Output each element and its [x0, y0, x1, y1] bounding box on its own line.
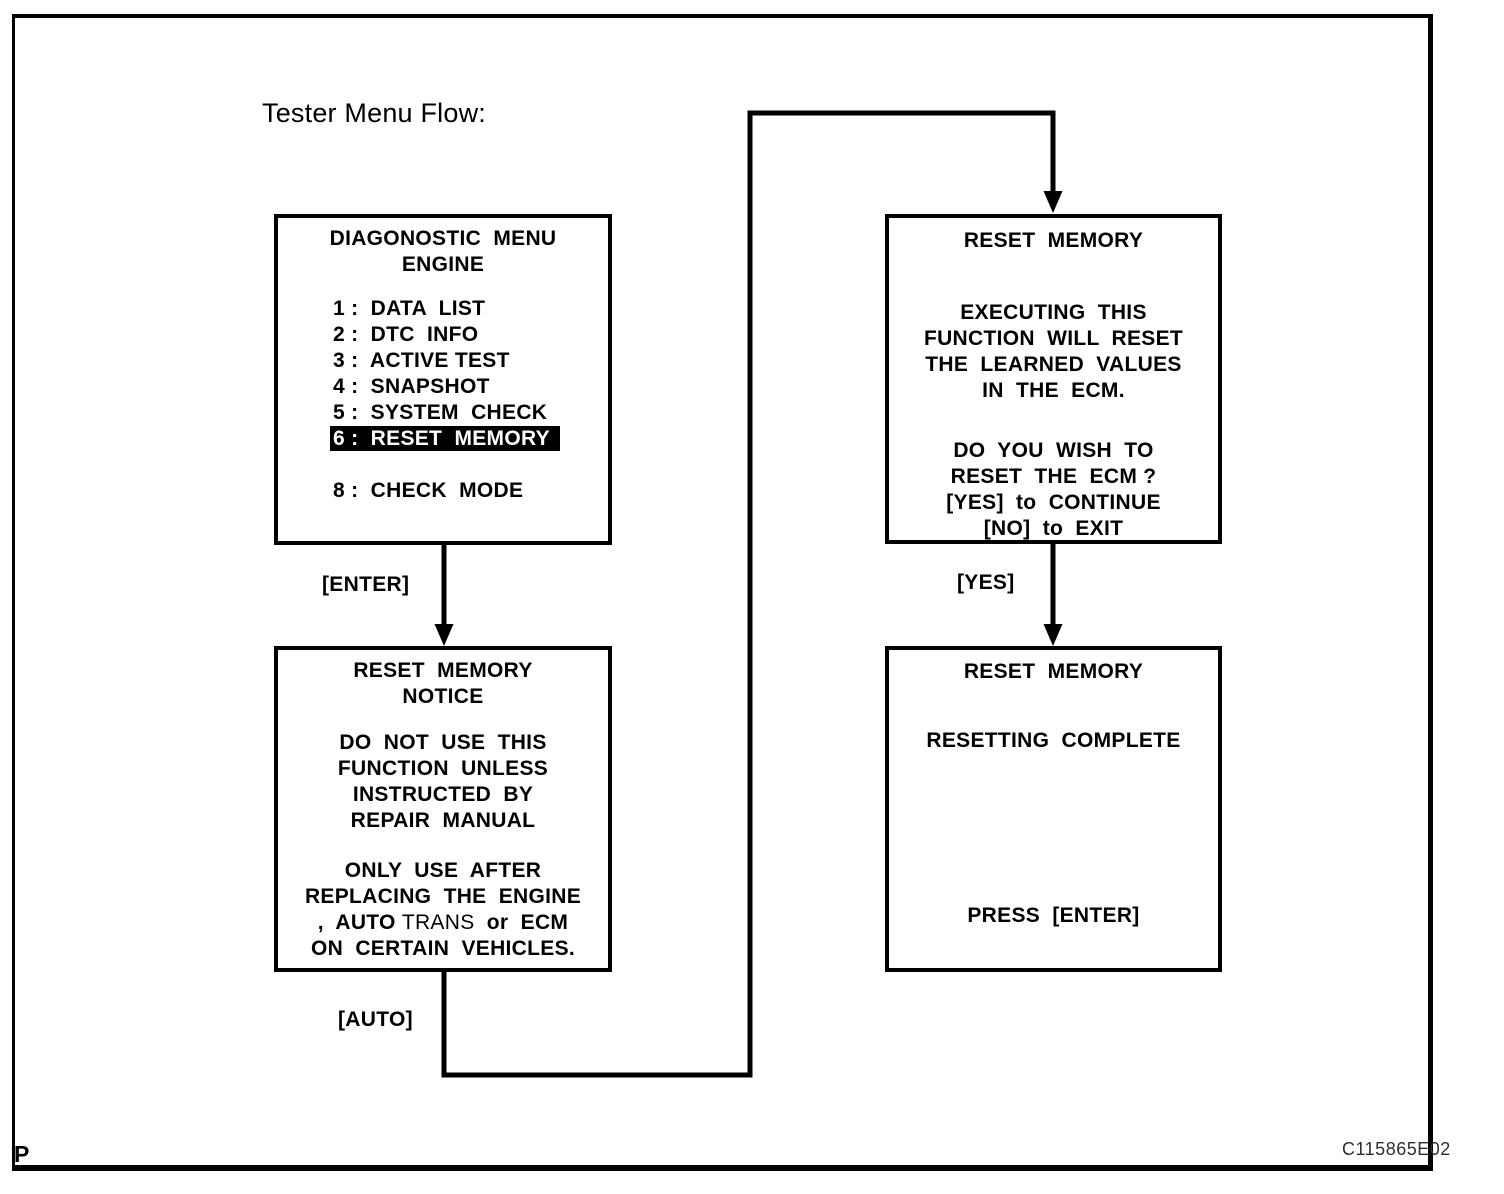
screen-text-line: RESET MEMORY — [963, 229, 1144, 252]
reset-notice-warning-text: DO NOT USE THIS FUNCTION UNLESS INSTRUCTED… — [278, 730, 608, 834]
reset-complete-status-text: RESETTING COMPLETE — [889, 728, 1218, 754]
yes-key-label: [YES] — [957, 571, 1015, 594]
reset-confirm-header: RESET MEMORY — [889, 228, 1218, 254]
screen-text-line: RESETTING COMPLETE — [926, 729, 1181, 752]
screen-reset-memory-complete: RESET MEMORY RESETTING COMPLETE PRESS [E… — [885, 646, 1222, 972]
screen-text-line: RESET MEMORY — [963, 660, 1144, 683]
screen-text-line: 5 : SYSTEM CHECK — [333, 401, 548, 424]
reset-confirm-warning-text: EXECUTING THIS FUNCTION WILL RESET THE LEA… — [889, 300, 1218, 404]
screen-text-line: INSTRUCTED BY — [352, 783, 534, 806]
screen-text-line: EXECUTING THIS — [960, 301, 1147, 324]
screen-reset-memory-confirm: RESET MEMORY EXECUTING THIS FUNCTION WILL… — [885, 214, 1222, 544]
screen-text-line: 3 : ACTIVE TEST — [333, 349, 510, 372]
screen-text-line: 6 : RESET MEMORY — [330, 426, 560, 452]
diagnostic-menu-header: DIAGONOSTIC MENU ENGINE — [278, 226, 608, 278]
screen-text-line: FUNCTION UNLESS — [337, 757, 549, 780]
screen-text-line: RESET MEMORY — [353, 659, 533, 682]
screen-text-line: DO YOU WISH TO — [953, 439, 1154, 462]
screen-text-line: [NO] to EXIT — [983, 517, 1124, 540]
screen-text-line: 4 : SNAPSHOT — [333, 375, 490, 398]
screen-text-line: ONLY USE AFTER — [344, 859, 542, 882]
screen-text-line: , AUTO TRANS or ECM — [317, 911, 569, 934]
diagnostic-menu-items: 1 : DATA LIST 2 : DTC INFO 3 : ACTIVE TEST… — [330, 296, 560, 504]
page-marker: P — [14, 1141, 30, 1167]
reset-confirm-prompt-text: DO YOU WISH TO RESET THE ECM ? [YES] to CO… — [889, 438, 1218, 542]
screen-text-line: 1 : DATA LIST — [333, 297, 486, 320]
screen-text-line: DO NOT USE THIS — [339, 731, 547, 754]
reset-complete-prompt-text: PRESS [ENTER] — [889, 903, 1218, 929]
screen-text-line: ON CERTAIN VEHICLES. — [310, 937, 576, 960]
figure-title: Tester Menu Flow: — [262, 98, 486, 128]
screen-text-line: 2 : DTC INFO — [333, 323, 479, 346]
screen-text-line: PRESS [ENTER] — [967, 904, 1140, 927]
auto-key-label: [AUTO] — [338, 1008, 413, 1031]
figure-border — [12, 14, 1433, 1171]
screen-text-line: REPAIR MANUAL — [350, 809, 536, 832]
screen-diagnostic-menu: DIAGONOSTIC MENU ENGINE 1 : DATA LIST 2 : … — [274, 214, 612, 545]
screen-text-line: ENGINE — [401, 253, 485, 276]
screen-reset-memory-notice: RESET MEMORY NOTICE DO NOT USE THIS FUNCTI… — [274, 646, 612, 972]
figure-code: C115865E02 — [1342, 1139, 1451, 1159]
screen-text-line: 8 : CHECK MODE — [333, 479, 524, 502]
screen-text-line: IN THE ECM. — [982, 379, 1125, 402]
reset-complete-header: RESET MEMORY — [889, 659, 1218, 685]
screen-text-line: NOTICE — [402, 685, 484, 708]
screen-text-line — [333, 452, 560, 478]
reset-notice-usage-text: ONLY USE AFTER REPLACING THE ENGINE , AUTO… — [278, 858, 608, 962]
enter-key-label: [ENTER] — [322, 573, 410, 596]
screen-text-line: FUNCTION WILL RESET — [923, 327, 1184, 350]
screen-text-line: DIAGONOSTIC MENU — [329, 227, 557, 250]
screen-text-line: RESET THE ECM ? — [950, 465, 1157, 488]
screen-text-line: THE LEARNED VALUES — [925, 353, 1182, 376]
screen-text-line: [YES] to CONTINUE — [946, 491, 1161, 514]
screen-text-line: REPLACING THE ENGINE — [304, 885, 582, 908]
reset-notice-header: RESET MEMORY NOTICE — [278, 658, 608, 710]
